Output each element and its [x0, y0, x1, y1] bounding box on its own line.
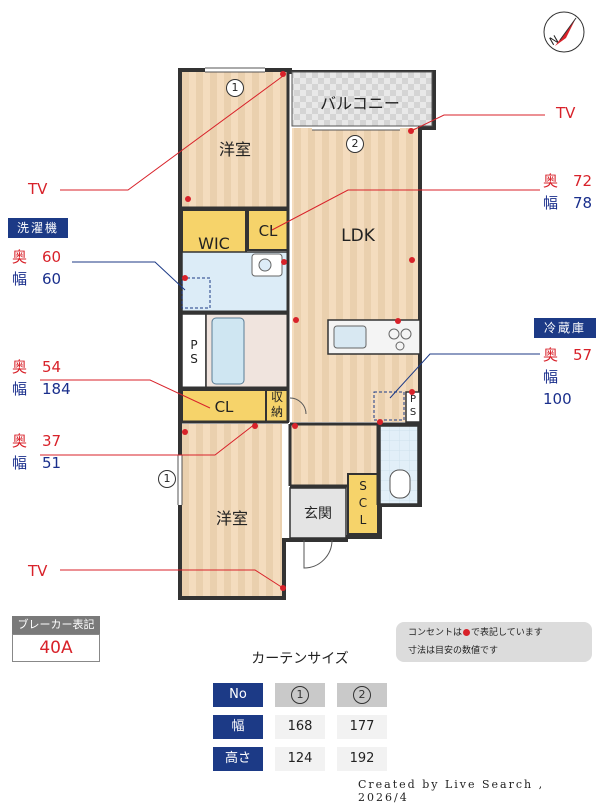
washer-label: 洗濯機 [8, 218, 68, 238]
storage-door-swing [289, 397, 307, 415]
tv-label-top-left: TV [28, 180, 48, 198]
bathtub [211, 317, 245, 385]
entrance-label: 玄関 [304, 506, 332, 522]
cl-small-area [247, 209, 289, 251]
ps-right-label: P S [409, 394, 417, 418]
stove-burner [388, 328, 400, 340]
curtain-cell: 168 [275, 715, 325, 739]
entrance-area [289, 487, 347, 539]
interior-walls [182, 72, 420, 505]
curtain-cell: 124 [275, 747, 325, 771]
curtain-header-2: 2 [337, 683, 387, 707]
washer-slot [181, 277, 211, 309]
legend-note: コンセントはで表記しています 寸法は目安の数値です [396, 622, 592, 662]
stove-burner [400, 328, 412, 340]
tv-label-top-right: TV [556, 104, 576, 122]
fridge-label: 冷蔵庫 [534, 318, 596, 338]
curtain-header-1: 1 [275, 683, 325, 707]
fridge-slot [373, 391, 405, 421]
western-room-top-label: 洋室 [218, 140, 251, 159]
window-top-frame [205, 67, 265, 73]
curtain-header-no: No [213, 683, 263, 707]
western-room-bottom-label: 洋室 [215, 509, 248, 528]
outlet-legend-icon [463, 629, 471, 636]
stove-burner [395, 341, 405, 351]
storage-label: 収 納 [270, 390, 283, 419]
scl-label: S C L [358, 479, 368, 527]
balcony-label: バルコニー [320, 94, 400, 113]
balcony-area [291, 71, 433, 127]
compass-circle [543, 11, 585, 53]
washbasin-bowl [258, 258, 272, 272]
leader-lines [40, 75, 545, 589]
tv-label-bottom-left: TV [28, 562, 48, 580]
window-mark-1-left: 1 [158, 467, 176, 488]
window-mark-1-top: 1 [226, 76, 244, 97]
western-room-bottom [182, 424, 282, 596]
cl-small-label: CL [258, 222, 278, 240]
curtain-cell: 192 [337, 747, 387, 771]
ldk-area [292, 128, 418, 422]
curtain-row-label: 高さ [213, 747, 263, 771]
window-left-frame [177, 455, 183, 505]
curtain-row-label: 幅 [213, 715, 263, 739]
wic-label: WIC [198, 234, 230, 253]
curtain-cell: 177 [337, 715, 387, 739]
toilet [389, 469, 411, 499]
scl-area [347, 473, 379, 535]
ps-left-label: P S [190, 338, 198, 366]
cl-hall-label: CL [214, 398, 234, 416]
credit-text: Created by Live Search , 2026/4 [358, 778, 545, 804]
window-mark-2: 2 [346, 132, 364, 153]
curtain-title: カーテンサイズ [251, 651, 349, 667]
ldk-label: LDK [341, 226, 375, 246]
window-ldk-frame [312, 125, 400, 131]
outlet-markers [182, 71, 415, 591]
breaker-label: ブレーカー表記 [12, 616, 100, 634]
entrance-door-swing [303, 539, 333, 569]
kitchen-sink [333, 325, 367, 349]
breaker-value: 40A [12, 634, 100, 662]
